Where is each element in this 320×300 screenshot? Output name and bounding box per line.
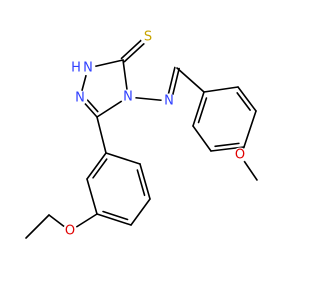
atom-n1-hydrogen: H <box>71 61 81 76</box>
atom-methoxy-o: O <box>235 148 245 163</box>
atom-n4: N <box>123 90 133 105</box>
bond-ch2-ch3 <box>25 214 50 239</box>
bond-ar6-ar1 <box>192 91 205 127</box>
bond-ar3-ar4 <box>243 110 257 148</box>
atom-imine-n: N <box>164 94 174 109</box>
bond-b1-b2-second <box>92 158 108 179</box>
atom-n1: N <box>83 61 93 76</box>
bond-ar6-ar1-second <box>197 97 208 124</box>
atom-n2-backdrop <box>72 90 88 106</box>
atom-n2: N <box>75 91 85 106</box>
bond-b6-b1 <box>105 152 141 165</box>
atom-n1-hydrogen-backdrop <box>68 60 84 76</box>
bond-layer <box>25 34 258 239</box>
bond-b5-b6-second <box>136 169 146 197</box>
bond-b3-b4-second <box>102 210 129 221</box>
bond-ar2-ar3-second <box>236 92 251 111</box>
atom-n1-backdrop <box>80 60 96 76</box>
atom-methoxy-o-backdrop <box>232 147 248 163</box>
bond-ar1-ar2 <box>203 86 239 93</box>
bond-c3-aryl <box>96 116 107 154</box>
bond-ar5-ar6 <box>192 125 212 152</box>
atom-thione-s: S <box>144 30 152 45</box>
atom-n4-backdrop <box>120 89 136 105</box>
atom-thione-s-backdrop <box>140 29 156 45</box>
bond-ar2-ar3 <box>237 86 257 112</box>
bond-c3-n2-second <box>84 97 99 113</box>
bond-b1-b2 <box>86 152 107 180</box>
atom-imine-n-backdrop <box>161 93 177 109</box>
atom-ethoxy-o-backdrop <box>62 223 78 239</box>
bond-b3-b4 <box>96 213 132 226</box>
bond-b5-b6 <box>139 163 151 200</box>
bond-ar4-ar5-second <box>214 142 240 148</box>
bond-b2-b3 <box>86 178 98 215</box>
bond-ch-aryl <box>176 67 205 93</box>
bond-b4-b5 <box>130 198 151 226</box>
atom-ethoxy-o: O <box>65 224 75 239</box>
